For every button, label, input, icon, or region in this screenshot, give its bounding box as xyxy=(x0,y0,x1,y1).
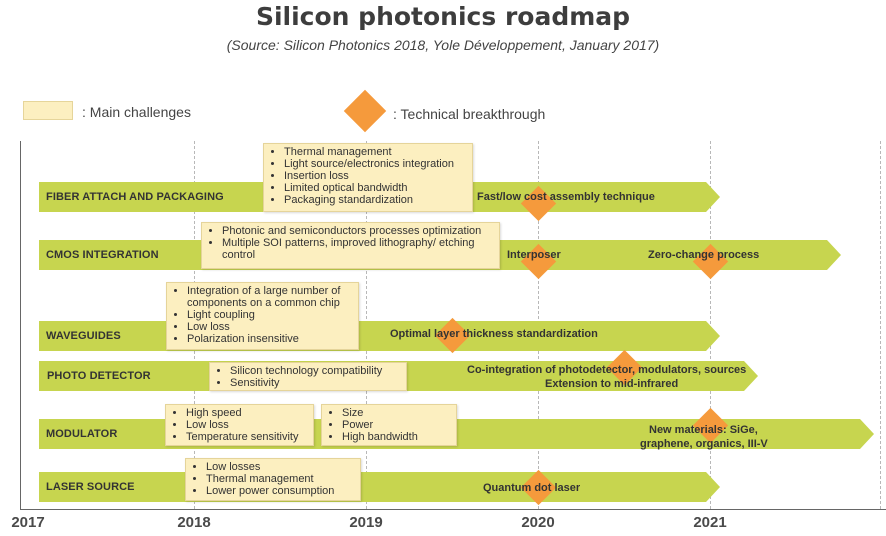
challenge-list: Low lossesThermal managementLower power … xyxy=(192,461,356,497)
challenge-box: Integration of a large number of compone… xyxy=(166,282,359,350)
chart-subtitle: (Source: Silicon Photonics 2018, Yole Dé… xyxy=(226,37,660,53)
breakthrough-label-line2: graphene, organics, III-V xyxy=(640,438,768,450)
challenge-list: Photonic and semiconductors processes op… xyxy=(208,225,495,261)
challenge-item: Light coupling xyxy=(187,309,354,321)
legend-challenge-swatch xyxy=(23,101,73,120)
challenge-item: Multiple SOI patterns, improved lithogra… xyxy=(222,237,495,261)
row-label: FIBER ATTACH AND PACKAGING xyxy=(46,191,224,203)
challenge-item: Thermal management xyxy=(206,473,356,485)
challenge-item: Photonic and semiconductors processes op… xyxy=(222,225,495,237)
gridline-2021 xyxy=(710,141,711,509)
legend-breakthrough-label: : Technical breakthrough xyxy=(393,106,546,122)
x-tick-label: 2017 xyxy=(11,514,45,531)
breakthrough-label: Zero-change process xyxy=(648,249,760,261)
row-arrow-shape xyxy=(39,321,720,351)
x-tick-label: 2018 xyxy=(177,514,211,531)
row-label: WAVEGUIDES xyxy=(46,330,121,342)
challenge-item: Polarization insensitive xyxy=(187,333,354,345)
challenge-box: Thermal managementLight source/electroni… xyxy=(263,143,473,212)
challenge-list: SizePowerHigh bandwidth xyxy=(328,407,452,443)
challenge-item: Packaging standardization xyxy=(284,194,468,206)
row-label: LASER SOURCE xyxy=(46,481,135,493)
x-tick-label: 2021 xyxy=(693,514,727,531)
legend-diamond-icon xyxy=(343,89,387,133)
breakthrough-label-line2: Extension to mid-infrared xyxy=(545,378,679,390)
challenge-item: High bandwidth xyxy=(342,431,452,443)
x-axis-line xyxy=(20,509,886,510)
row-label: CMOS INTEGRATION xyxy=(46,249,159,261)
breakthrough-label: Fast/low cost assembly technique xyxy=(477,191,655,203)
row-arrow-shape xyxy=(39,472,720,502)
breakthrough-label: New materials: SiGe, xyxy=(649,424,758,436)
x-tick-label: 2020 xyxy=(521,514,555,531)
challenge-item: Silicon technology compatibility xyxy=(230,365,402,377)
challenge-item: Temperature sensitivity xyxy=(186,431,309,443)
row-arrow xyxy=(39,472,720,502)
challenge-box: Silicon technology compatibilitySensitiv… xyxy=(209,362,407,391)
breakthrough-label: Quantum dot laser xyxy=(483,482,581,494)
challenge-list: Integration of a large number of compone… xyxy=(173,285,354,345)
challenge-box: SizePowerHigh bandwidth xyxy=(321,404,457,446)
challenge-box: High speedLow lossTemperature sensitivit… xyxy=(165,404,314,446)
challenge-item: Light source/electronics integration xyxy=(284,158,468,170)
challenge-item: Low loss xyxy=(186,419,309,431)
challenge-item: Size xyxy=(342,407,452,419)
challenge-item: Power xyxy=(342,419,452,431)
gridline-end xyxy=(880,141,881,509)
row-arrow xyxy=(39,321,720,351)
legend-challenge-label: : Main challenges xyxy=(82,104,191,120)
row-label: MODULATOR xyxy=(46,428,118,440)
challenge-item: Insertion loss xyxy=(284,170,468,182)
y-axis-line xyxy=(20,141,21,510)
breakthrough-label: Co-integration of photodetector, modulat… xyxy=(467,364,747,376)
challenge-item: Low losses xyxy=(206,461,356,473)
challenge-item: Lower power consumption xyxy=(206,485,356,497)
challenge-box: Photonic and semiconductors processes op… xyxy=(201,222,500,269)
challenge-item: Limited optical bandwidth xyxy=(284,182,468,194)
breakthrough-label: Interposer xyxy=(507,249,561,261)
challenge-item: Sensitivity xyxy=(230,377,402,389)
challenge-item: Thermal management xyxy=(284,146,468,158)
challenge-list: Thermal managementLight source/electroni… xyxy=(270,146,468,206)
challenge-item: Integration of a large number of compone… xyxy=(187,285,354,309)
challenge-box: Low lossesThermal managementLower power … xyxy=(185,458,361,501)
challenge-list: High speedLow lossTemperature sensitivit… xyxy=(172,407,309,443)
breakthrough-label: Optimal layer thickness standardization xyxy=(390,328,598,340)
x-tick-label: 2019 xyxy=(349,514,383,531)
challenge-item: Low loss xyxy=(187,321,354,333)
challenge-item: High speed xyxy=(186,407,309,419)
challenge-list: Silicon technology compatibilitySensitiv… xyxy=(216,365,402,389)
row-label: PHOTO DETECTOR xyxy=(47,370,151,382)
chart-title: Silicon photonics roadmap xyxy=(255,2,631,31)
